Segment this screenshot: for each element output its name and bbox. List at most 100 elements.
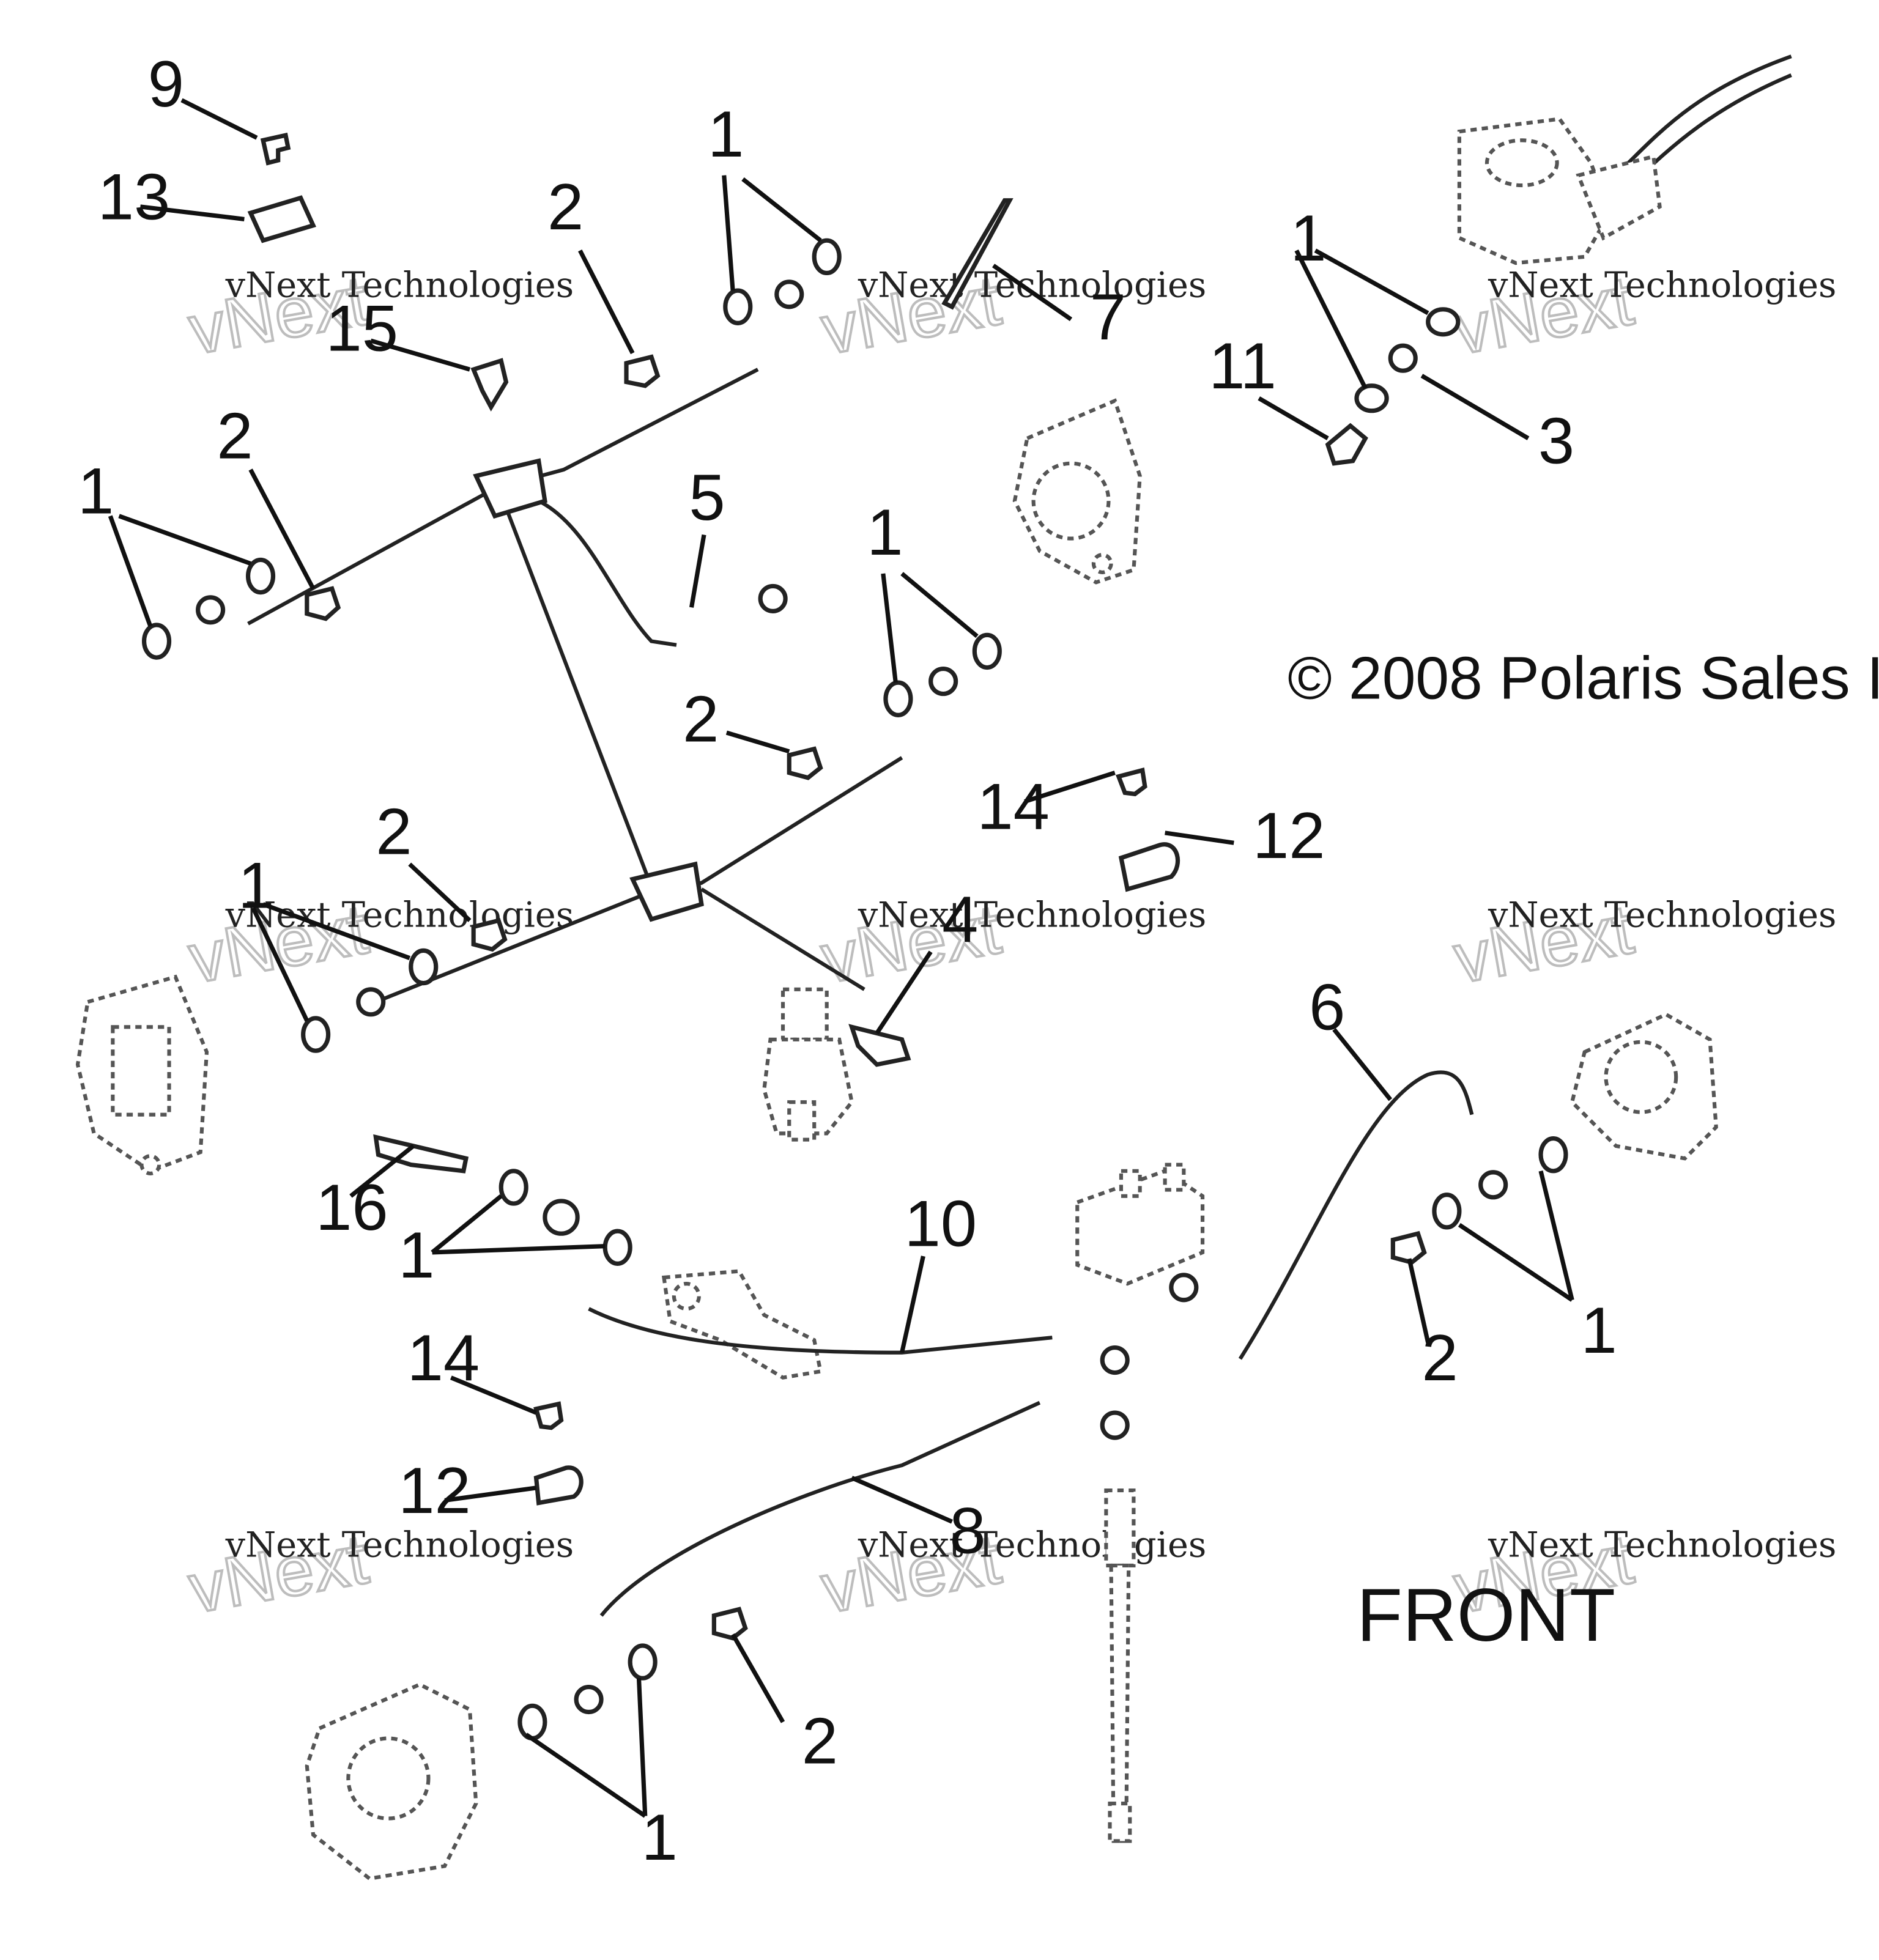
bolt bbox=[470, 358, 509, 412]
p-clamp bbox=[1118, 842, 1180, 892]
callout-2: 2 bbox=[802, 1704, 838, 1777]
banjo-bolt bbox=[1325, 423, 1368, 466]
svg-text:vNext Technologies: vNext Technologies bbox=[225, 1525, 574, 1566]
watermark: vNext vNext Technologies bbox=[815, 889, 1207, 999]
svg-text:vNext Technologies: vNext Technologies bbox=[858, 1525, 1206, 1566]
banjo-fitting bbox=[574, 1684, 604, 1715]
callout-15: 15 bbox=[326, 292, 398, 364]
banjo-bolt bbox=[711, 1607, 748, 1641]
washer bbox=[301, 1016, 331, 1053]
banjo-fitting bbox=[543, 1199, 580, 1236]
rivet bbox=[533, 1401, 564, 1430]
callout-12: 12 bbox=[398, 1454, 470, 1527]
watermark: vNext vNext Technologies bbox=[182, 260, 574, 371]
washer bbox=[972, 632, 1002, 670]
callout-13: 13 bbox=[98, 160, 170, 233]
callout-1: 1 bbox=[1290, 202, 1326, 275]
callout-14: 14 bbox=[977, 771, 1049, 843]
small-parts bbox=[247, 132, 1180, 1506]
washer bbox=[1354, 383, 1389, 413]
callout-2: 2 bbox=[217, 400, 253, 473]
washer bbox=[883, 680, 913, 717]
washer bbox=[409, 948, 439, 986]
banjo-bolt bbox=[1390, 1230, 1427, 1265]
washer bbox=[141, 623, 172, 660]
banjo-fitting bbox=[356, 987, 386, 1017]
callout-10: 10 bbox=[905, 1188, 977, 1260]
bleeder bbox=[848, 1024, 911, 1067]
washer bbox=[498, 1169, 528, 1206]
callouts: 9 13 15 1 2 7 1 11 3 2 1 5 1 2 © 2008 Po… bbox=[78, 48, 1879, 1874]
svg-text:vNext Technologies: vNext Technologies bbox=[858, 264, 1206, 305]
distribution-block bbox=[1075, 1163, 1205, 1286]
banjo-fitting bbox=[1478, 1170, 1508, 1200]
tee-fitting bbox=[473, 458, 547, 519]
watermark: vNext vNext Technologies bbox=[182, 889, 574, 999]
callout-4: 4 bbox=[942, 883, 978, 956]
banjo-fitting bbox=[1388, 343, 1418, 373]
caliper-left bbox=[75, 974, 209, 1175]
banjo-fitting bbox=[196, 595, 226, 625]
callout-1: 1 bbox=[867, 496, 903, 569]
rivet bbox=[1116, 767, 1147, 797]
brake-hose-rod bbox=[1104, 1488, 1136, 1843]
front-label: FRONT bbox=[1357, 1574, 1615, 1657]
banjo-fittings bbox=[196, 279, 1508, 1715]
callout-copyright: © 2008 Polaris Sales Inc. bbox=[1288, 645, 1879, 712]
clip bbox=[247, 195, 316, 243]
callout-11: 11 bbox=[1209, 330, 1277, 402]
callout-14: 14 bbox=[407, 1322, 480, 1394]
tee-fitting bbox=[629, 861, 704, 922]
callout-2: 2 bbox=[547, 171, 584, 243]
callout-1: 1 bbox=[642, 1801, 678, 1874]
p-clamp bbox=[533, 1465, 584, 1506]
caliper-upper-center bbox=[1012, 398, 1142, 585]
callout-6: 6 bbox=[1309, 971, 1345, 1043]
callout-8: 8 bbox=[949, 1494, 985, 1567]
washer bbox=[1432, 1193, 1462, 1230]
banjo-fitting bbox=[1100, 1345, 1130, 1375]
watermarks: vNext vNext Technologies vNext vNext Tec… bbox=[182, 260, 1837, 1629]
push-pin bbox=[260, 132, 291, 166]
banjo-fitting bbox=[758, 583, 788, 613]
watermark: vNext vNext Technologies bbox=[1447, 889, 1837, 999]
callout-1: 1 bbox=[238, 849, 274, 922]
callout-7: 7 bbox=[1090, 281, 1126, 353]
banjo-bolt bbox=[305, 586, 341, 621]
callout-2: 2 bbox=[1421, 1322, 1458, 1394]
washer bbox=[1426, 307, 1461, 337]
washer bbox=[812, 238, 842, 276]
banjo-bolts bbox=[305, 354, 1427, 1641]
banjo-bolt bbox=[624, 354, 661, 388]
washer bbox=[517, 1703, 547, 1741]
caliper-right bbox=[1570, 1012, 1718, 1161]
proportioning-valve bbox=[762, 987, 854, 1142]
washer bbox=[245, 557, 276, 595]
banjo-fitting bbox=[928, 667, 958, 697]
callout-16: 16 bbox=[316, 1171, 388, 1244]
svg-text:vNext Technologies: vNext Technologies bbox=[225, 894, 574, 935]
banjo-fitting bbox=[774, 279, 804, 309]
master-cylinder-top-right bbox=[1457, 54, 1792, 265]
leader-lines bbox=[108, 98, 1574, 1818]
watermark: vNext vNext Technologies bbox=[1447, 260, 1837, 371]
svg-text:vNext Technologies: vNext Technologies bbox=[1488, 1525, 1836, 1566]
callout-1: 1 bbox=[708, 98, 744, 171]
cable-tie bbox=[941, 198, 1014, 310]
svg-text:vNext Technologies: vNext Technologies bbox=[225, 264, 574, 305]
callout-3: 3 bbox=[1538, 405, 1574, 478]
tee-fittings bbox=[473, 458, 704, 922]
banjo-bolt bbox=[787, 746, 823, 780]
callout-5: 5 bbox=[689, 461, 725, 534]
washer bbox=[723, 288, 753, 325]
svg-text:vNext Technologies: vNext Technologies bbox=[858, 894, 1206, 935]
callout-1: 1 bbox=[398, 1219, 434, 1292]
banjo-fitting bbox=[1100, 1410, 1130, 1440]
callout-12: 12 bbox=[1253, 799, 1325, 872]
washer bbox=[628, 1643, 658, 1681]
callout-2: 2 bbox=[376, 796, 412, 868]
callout-1: 1 bbox=[78, 455, 114, 528]
watermark: vNext vNext Technologies bbox=[182, 1518, 574, 1629]
caliper-bottom-left bbox=[305, 1682, 478, 1881]
